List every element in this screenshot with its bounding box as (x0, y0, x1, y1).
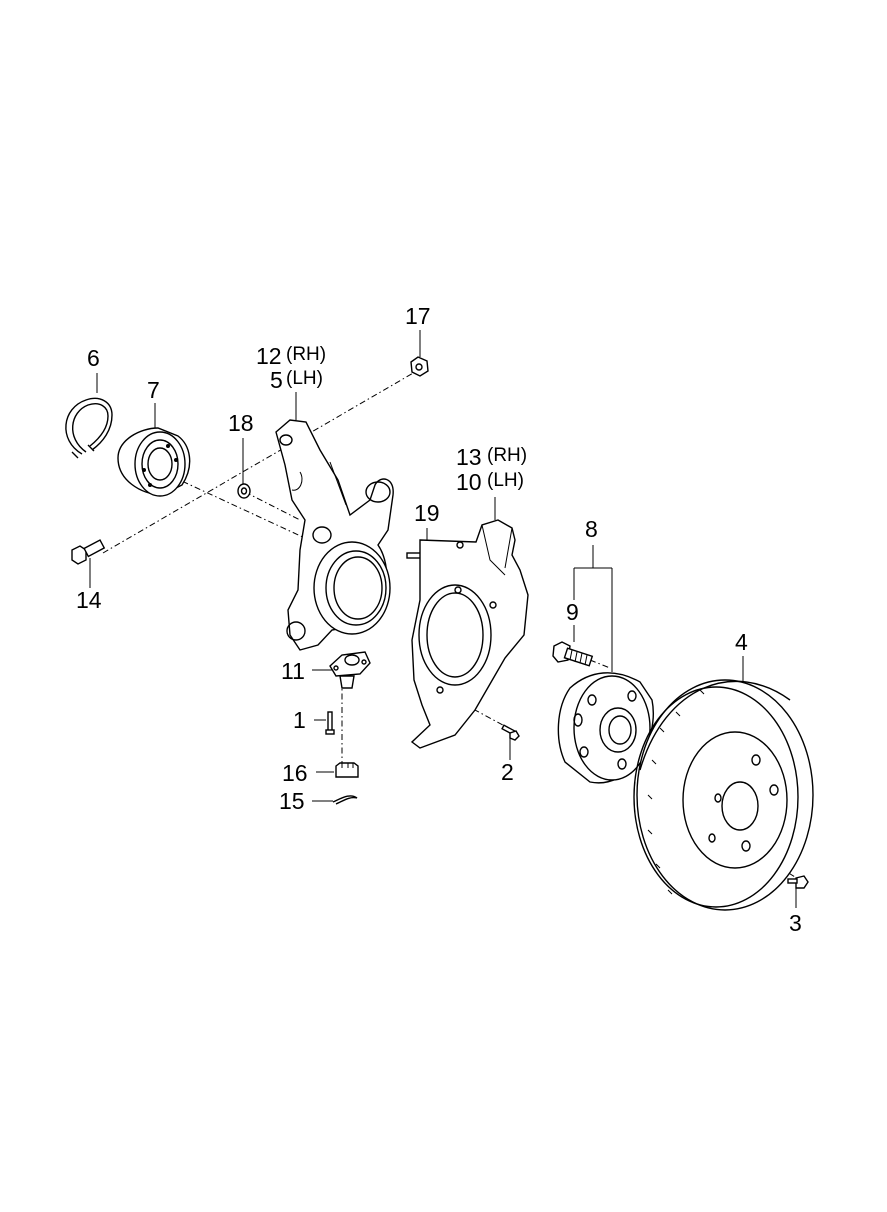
snap-ring-part (65, 397, 113, 459)
castle-nut-part (335, 762, 359, 778)
wheel-hub-part (557, 672, 654, 784)
callout-18: 18 (228, 410, 254, 436)
callout-2: 2 (501, 759, 514, 785)
callout-5-lh: (LH) (286, 368, 323, 389)
steering-knuckle-part (275, 419, 394, 651)
callout-1: 1 (293, 707, 306, 733)
callout-13: 13 (456, 444, 482, 470)
screw-3-part (787, 875, 809, 889)
bolt-14-part (71, 539, 106, 565)
callout-14: 14 (76, 587, 102, 613)
callout-19: 19 (414, 500, 440, 526)
callout-12: 12 (256, 343, 282, 369)
callout-5: 5 (270, 367, 283, 393)
callout-12-rh: (RH) (286, 344, 327, 365)
wheel-bearing-part (117, 427, 191, 497)
callout-9: 9 (566, 599, 579, 625)
callout-15: 15 (279, 788, 305, 814)
callout-6: 6 (87, 345, 100, 371)
callout-11: 11 (281, 658, 305, 684)
callout-4: 4 (735, 629, 748, 655)
callout-10: 10 (456, 469, 482, 495)
callout-8: 8 (585, 516, 598, 542)
callout-16: 16 (282, 760, 308, 786)
callout-7: 7 (147, 377, 160, 403)
nut-17-part (410, 356, 429, 377)
cotter-pin-part (332, 795, 358, 805)
brake-disc-part (633, 679, 814, 911)
ball-joint-part (329, 651, 371, 689)
callout-13-rh: (RH) (487, 445, 528, 466)
nut-18-part (237, 483, 251, 499)
hub-bolt-part (552, 641, 594, 667)
callout-10-lh: (LH) (487, 470, 524, 491)
callout-17: 17 (405, 303, 431, 329)
callout-3: 3 (789, 910, 802, 936)
dust-cover-part (410, 519, 529, 749)
bolt-1-part (325, 711, 335, 735)
screw-2-part (501, 724, 520, 741)
